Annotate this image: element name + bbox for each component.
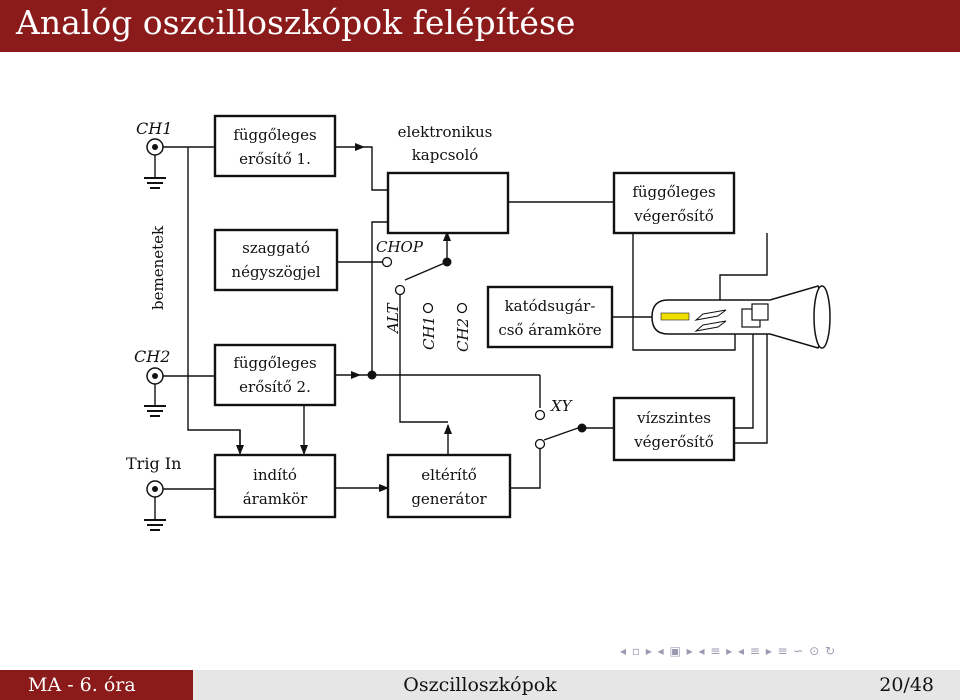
crt-circuit-label-line1: katódsugár- [505, 297, 596, 315]
trigger-label-line2: áramkör [243, 490, 308, 508]
ch1-mode-label: CH1 [420, 316, 438, 350]
page-number: 20/48 [879, 674, 934, 696]
crt-circuit-label-line2: cső áramköre [498, 321, 601, 339]
amp1-label-line2: erősítő 1. [239, 150, 311, 168]
horiz-final-label-line2: végerősítő [633, 433, 714, 451]
amp1-label-line1: függőleges [233, 126, 316, 144]
beamer-navigation[interactable]: ◂ ▫ ▸ ◂ ▣ ▸ ◂ ≡ ▸ ◂ ≡ ▸ ≡ ∽ ⊙ ↻ [620, 644, 837, 658]
footer-right: 20/48 [767, 670, 960, 700]
footer-center: Oszcilloszkópok [193, 670, 767, 700]
trig-input-label: Trig In [126, 454, 181, 473]
amp2-label-line1: függőleges [233, 354, 316, 372]
switch-label-line1: elektronikus [398, 123, 493, 141]
ch1-input-label: CH1 [136, 119, 172, 138]
ch2-mode-label: CH2 [454, 318, 472, 352]
trig-connector [144, 480, 166, 531]
switch-label-line2: kapcsoló [412, 146, 479, 164]
signal-wires [154, 143, 768, 520]
trigger-label-line1: indító [253, 466, 297, 484]
block-boxes [213, 114, 736, 519]
chopper-label-line1: szaggató [242, 239, 310, 257]
vert-final-label-line2: végerősítő [633, 207, 714, 225]
vert-final-label-line1: függőleges [632, 183, 715, 201]
title-bar: Analóg oszcilloszkópok felépítése [0, 0, 960, 52]
amp2-label-line2: erősítő 2. [239, 378, 311, 396]
ch1-connector [144, 138, 166, 189]
ch2-connector [144, 367, 166, 417]
footer-topic: Oszcilloszkópok [403, 674, 557, 696]
sweep-label-line2: generátor [411, 490, 487, 508]
page-title: Analóg oszcilloszkópok felépítése [16, 3, 576, 42]
inputs-group-label: bemenetek [149, 225, 167, 310]
footer-session: MA - 6. óra [28, 674, 136, 696]
footer-left: MA - 6. óra [0, 670, 193, 700]
sweep-label-line1: eltérítő [421, 466, 477, 484]
oscilloscope-block-diagram: függőleges erősítő 1. szaggató négyszögj… [126, 114, 831, 531]
chopper-label-line2: négyszögjel [231, 263, 320, 281]
crt-tube [651, 285, 831, 349]
ch2-input-label: CH2 [134, 347, 170, 366]
horiz-final-label-line1: vízszintes [636, 409, 711, 427]
xy-mode-label: XY [550, 397, 574, 415]
footer-bar: MA - 6. óra Oszcilloszkópok 20/48 [0, 670, 960, 700]
crt-beam [660, 312, 690, 321]
alt-mode-label: ALT [384, 302, 402, 335]
chop-mode-label: CHOP [376, 238, 424, 256]
